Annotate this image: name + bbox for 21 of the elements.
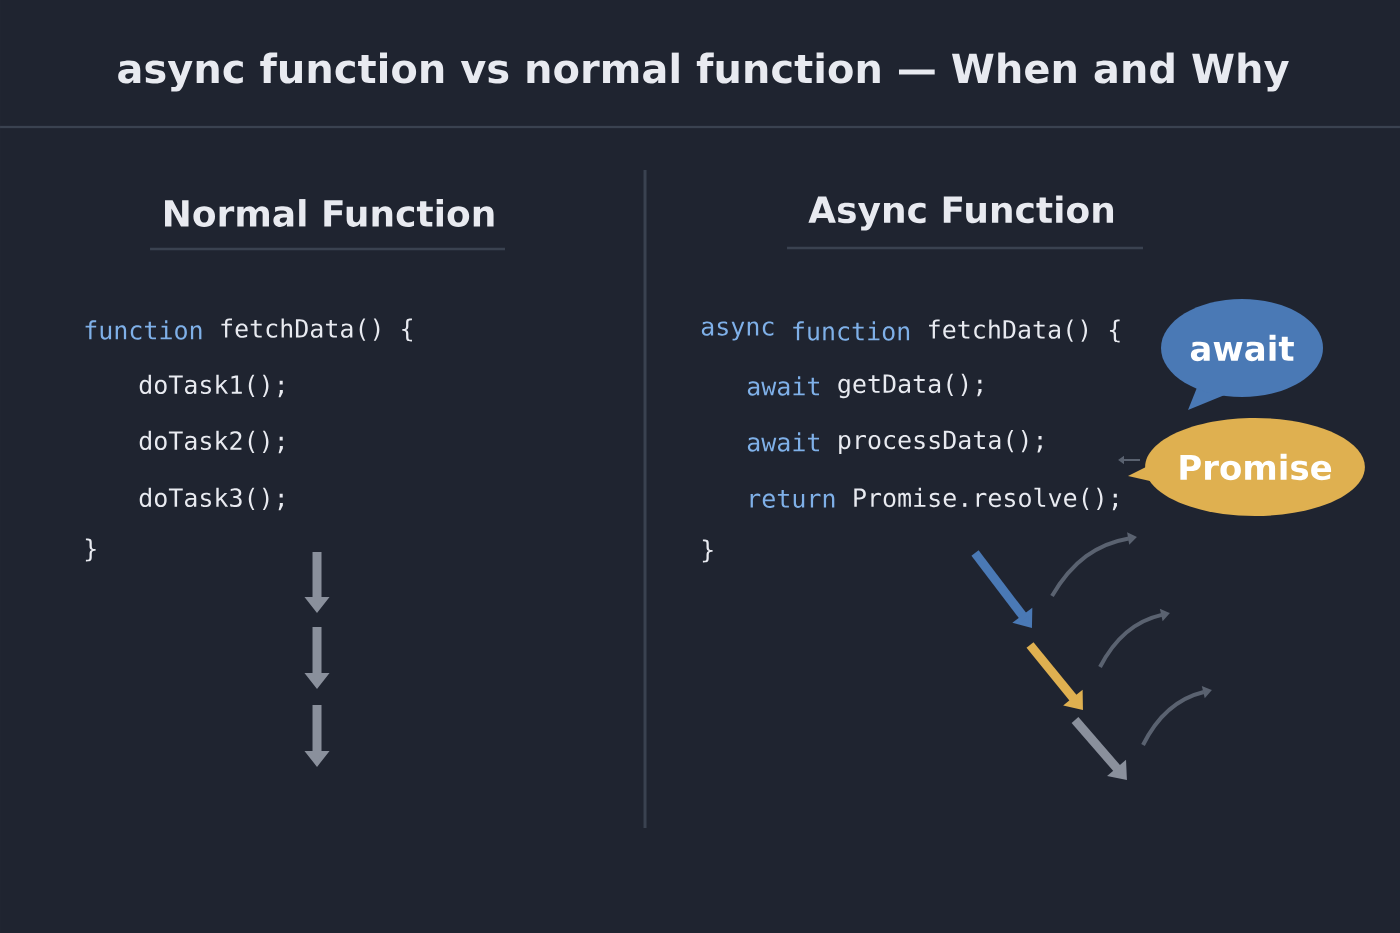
code-keyword: await [747,376,819,396]
code-text: Promise.resolve(); [854,487,1117,511]
code-text: } [702,539,713,563]
code-text: processData(); [839,429,1042,455]
code-text: getData(); [838,373,982,399]
code-text: fetchData() { [221,318,412,342]
section-heading: Normal Function [165,199,494,227]
code-keyword: await [747,432,819,452]
code-keyword: async [701,321,774,341]
code-text: fetchData() { [929,319,1120,343]
code-keyword: function [85,320,202,340]
code-text: doTask2(); [139,430,283,454]
code-keyword: function [793,321,910,341]
title: async function vs normal function — When and Why [118,52,1289,92]
speech-bubble: Promise [1128,418,1365,516]
speech-bubble: await [1161,299,1323,410]
code-text: doTask1(); [139,374,283,398]
code-text: doTask3(); [139,487,283,511]
code-text: } [85,538,96,562]
section-heading: Async Function [808,195,1114,231]
code-keyword: return [750,490,835,508]
